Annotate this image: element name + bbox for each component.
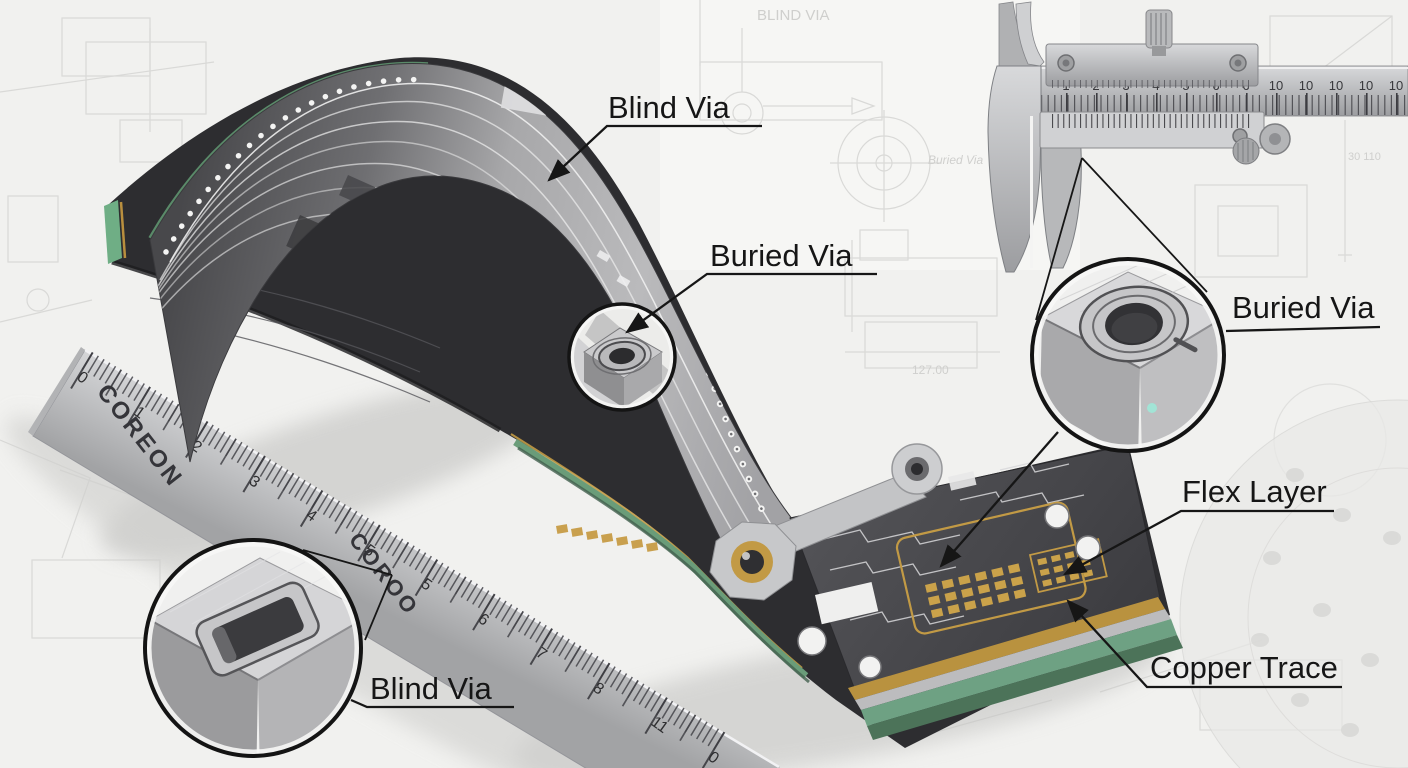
watermark-buried-via: Buried Via (928, 153, 983, 167)
board-cutout-notch (815, 581, 879, 625)
rigid-board-traces (819, 462, 1085, 625)
label-blind-via-top: Blind Via (608, 90, 731, 125)
buried-via-hole-mid (592, 337, 652, 375)
annotations: Blind Via Buried Via Buried Via Flex Lay… (350, 90, 1381, 709)
caliper-jaw-gap (1030, 116, 1033, 268)
blind-via-slot (195, 581, 320, 677)
saddle-green-shadow (517, 446, 810, 684)
inset-blind-via-bottom (143, 538, 363, 758)
blueprint-disc (1179, 399, 1408, 768)
board-notch-small (948, 471, 977, 491)
mounting-holes (797, 503, 1101, 679)
saddle-green-layer (513, 439, 809, 679)
buried-via-hole-right (1078, 285, 1198, 363)
inset-buried-via-mid (567, 302, 677, 412)
svg-text:10: 10 (1299, 78, 1313, 93)
leader-blind-via-top (547, 124, 762, 182)
caliper-thumb-roller (1232, 123, 1291, 165)
watermark-dim-127: 127.00 (912, 363, 949, 377)
caliper-slider-lower (1039, 111, 1265, 149)
magnifier-tangent-lines (302, 157, 1208, 641)
svg-text:11: 11 (648, 713, 672, 737)
ruler-end-cap (28, 347, 85, 436)
svg-text:10: 10 (1269, 78, 1283, 93)
inset-buried-via-right (1030, 257, 1226, 453)
edge-copper-layer (848, 597, 1165, 700)
pointer-buried-via-right (939, 431, 1059, 568)
caliper-lower-jaw-slider (1040, 115, 1082, 269)
svg-text:10: 10 (1329, 78, 1343, 93)
leader-blind-via-bottom (350, 698, 514, 709)
svg-text:10: 10 (1389, 78, 1403, 93)
edge-flex-layer (855, 609, 1171, 710)
edge-green-layer-2 (867, 635, 1183, 740)
caliper-lower-jaw-fixed (987, 65, 1042, 273)
steel-ruler: 0 1 2 3 4 5 5 6 7 8 11 0 COREON COROO (28, 347, 780, 768)
leader-buried-via-mid (625, 272, 877, 334)
blueprint-watermark-texts: BLIND VIA Buried Via 127.00 30 110 (757, 7, 1381, 377)
leader-buried-via-right (1225, 325, 1381, 333)
left-edge-copper-line (119, 201, 127, 259)
edge-green-layer-1 (861, 619, 1177, 726)
via-row-top (163, 76, 427, 255)
leader-copper-trace (1066, 599, 1342, 689)
via-highlight-dot (1147, 403, 1157, 413)
watermark-dim-30110: 30 110 (1348, 151, 1381, 163)
caliper-thumb-screw (1145, 9, 1173, 56)
label-buried-via-mid: Buried Via (710, 238, 853, 273)
stiffener-bracket (709, 443, 943, 601)
gold-pad-grid-1 (925, 563, 1027, 619)
caliper-upper-jaw-slider (1015, 1, 1045, 67)
left-edge-green-layer (104, 200, 122, 264)
label-buried-via-right: Buried Via (1232, 290, 1375, 325)
caliper-screws (1057, 54, 1248, 144)
callout-leader-lines (350, 124, 1381, 709)
watermark-blind-via: BLIND VIA (757, 7, 830, 24)
ruler-medium-ticks (76, 352, 726, 759)
leader-flex-layer (1062, 509, 1334, 576)
ruler-minor-ticks (81, 352, 727, 751)
label-flex-layer: Flex Layer (1182, 474, 1327, 509)
svg-text:10: 10 (1359, 78, 1373, 93)
saddle-gold-pads (556, 524, 659, 552)
label-blind-via-bottom: Blind Via (370, 671, 493, 706)
vernier-caliper: 0 1 2 3 4 5 6 6 10 10 10 10 10 (987, 1, 1408, 273)
label-copper-trace: Copper Trace (1150, 650, 1338, 685)
